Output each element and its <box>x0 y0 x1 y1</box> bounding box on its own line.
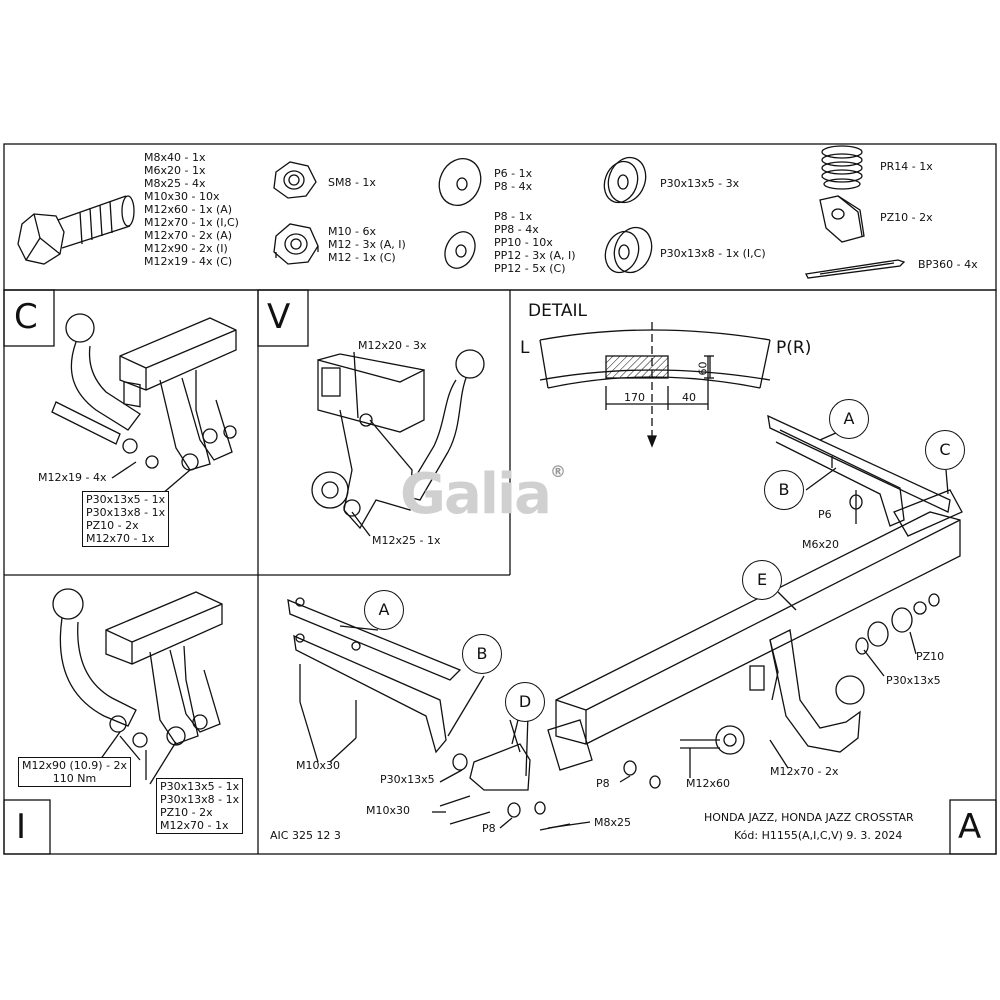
box-line: P30x13x5 - 1x <box>86 493 166 506</box>
spacer-1-label: P30x13x5 - 3x <box>660 177 740 190</box>
nut-item: M12 - 3x (A, I) <box>328 238 406 251</box>
label-m12x70: M12x70 - 2x <box>770 765 839 778</box>
box-line: P30x13x8 - 1x <box>160 793 240 806</box>
box-line: P30x13x8 - 1x <box>86 506 166 519</box>
bolt-item: M6x20 - 1x <box>144 164 206 177</box>
bolt-item: M8x40 - 1x <box>144 151 206 164</box>
label-p8-left: P8 <box>482 822 496 835</box>
washer-item: PP8 - 4x <box>494 223 539 236</box>
panel-c-drawing <box>51 313 237 471</box>
label-m12x60: M12x60 <box>686 777 730 790</box>
cotter-pin-icon <box>805 259 906 279</box>
panel-v-letter: V <box>267 297 291 337</box>
bolt-list: M8x40 - 1x M6x20 - 1x M8x25 - 4x M10x30 … <box>144 151 239 268</box>
detail-title: DETAIL <box>528 301 588 321</box>
box-line: PZ10 - 2x <box>160 806 213 819</box>
main-assembly-drawing <box>111 351 963 831</box>
kod-line: Kód: H1155(A,I,C,V) 9. 3. 2024 <box>734 829 903 842</box>
bolt-item: M12x70 - 2x (A) <box>144 229 233 242</box>
panel-i-torque-box: M12x90 (10.9) - 2x 110 Nm <box>18 757 132 787</box>
bolt-item: M12x90 - 2x (I) <box>144 242 228 255</box>
panel-i-drawing <box>52 588 223 780</box>
box-line: P30x13x5 - 1x <box>160 780 240 793</box>
brand-watermark: Galia® <box>400 462 566 527</box>
washer-item: P6 - 1x <box>494 167 533 180</box>
spring-label: PR14 - 1x <box>880 160 933 173</box>
drawing-frame <box>3 289 997 855</box>
panel-c-letter: C <box>14 297 38 337</box>
small-washer-list: P6 - 1x P8 - 4x <box>494 167 532 193</box>
panel-v-top-label: M12x20 - 3x <box>358 339 427 352</box>
bolt-item: M8x25 - 4x <box>144 177 206 190</box>
washer-item: PP12 - 5x (C) <box>494 262 566 275</box>
bolt-item: M12x60 - 1x (A) <box>144 203 233 216</box>
callout-b-right: B <box>764 470 804 510</box>
dim-40: 40 <box>682 391 696 404</box>
callout-d: D <box>505 682 545 722</box>
callout-b-left: B <box>462 634 502 674</box>
washer-icon <box>438 158 482 206</box>
logo-registered-mark: ® <box>549 462 566 481</box>
label-p30x13x5-left: P30x13x5 <box>380 773 435 786</box>
nut-item: M12 - 1x (C) <box>328 251 396 264</box>
vehicle-name: HONDA JAZZ, HONDA JAZZ CROSSTAR <box>704 811 914 824</box>
main-letter: A <box>958 807 982 847</box>
panel-c-parts-box: P30x13x5 - 1x P30x13x8 - 1x PZ10 - 2x M1… <box>82 491 170 547</box>
torque-line: M12x90 (10.9) - 2x <box>22 759 128 772</box>
spacer-washer-icon <box>603 156 647 204</box>
label-m10x30-left: M10x30 <box>296 759 340 772</box>
self-locking-nut-icon <box>273 161 317 199</box>
thick-spacer-washer-icon <box>604 226 653 274</box>
label-m6x20: M6x20 <box>802 538 839 551</box>
callout-a-left: A <box>364 590 404 630</box>
sm8-label: SM8 - 1x <box>328 176 376 189</box>
label-p8-right: P8 <box>596 777 610 790</box>
panel-v-drawing <box>311 349 485 530</box>
label-pz10: PZ10 <box>916 650 945 663</box>
label-m8x25: M8x25 <box>594 816 631 829</box>
nut-list: M10 - 6x M12 - 3x (A, I) M12 - 1x (C) <box>328 225 406 264</box>
washer-item: PP12 - 3x (A, I) <box>494 249 576 262</box>
bolt-item: M10x30 - 10x <box>144 190 220 203</box>
bolt-item: M12x19 - 4x (C) <box>144 255 233 268</box>
callout-a-right: A <box>829 399 869 439</box>
label-p6: P6 <box>818 508 832 521</box>
panel-v-bottom-label: M12x25 - 1x <box>372 534 441 547</box>
plate-washer-list: P8 - 1x PP8 - 4x PP10 - 10x PP12 - 3x (A… <box>494 210 576 275</box>
panel-i-letter: I <box>16 807 27 847</box>
washer-item: P8 - 4x <box>494 180 533 193</box>
panel-i-parts-box: P30x13x5 - 1x P30x13x8 - 1x PZ10 - 2x M1… <box>156 778 244 834</box>
label-p30x13x5-right: P30x13x5 <box>886 674 941 687</box>
nut-item: M10 - 6x <box>328 225 376 238</box>
washer-item: PP10 - 10x <box>494 236 553 249</box>
logo-text: Galia <box>400 462 552 527</box>
label-m10x30-bottom: M10x30 <box>366 804 410 817</box>
dim-170: 170 <box>624 391 645 404</box>
nut-icon <box>273 223 319 265</box>
spring-icon <box>821 145 863 190</box>
pz10-label: PZ10 - 2x <box>880 211 933 224</box>
spacer-2-label: P30x13x8 - 1x (I,C) <box>660 247 766 260</box>
detail-drawing <box>539 322 771 448</box>
box-line: PZ10 - 2x <box>86 519 139 532</box>
box-line: M12x70 - 1x <box>160 819 229 832</box>
detail-left-label: L <box>520 338 530 358</box>
torque-line: 110 Nm <box>52 772 97 785</box>
aic-code: AIC 325 12 3 <box>270 829 341 842</box>
detail-right-label: P(R) <box>776 338 812 358</box>
callout-c: C <box>925 430 965 470</box>
bolt-icon <box>17 195 135 265</box>
callout-e: E <box>742 560 782 600</box>
box-line: M12x70 - 1x <box>86 532 155 545</box>
pin-label: BP360 - 4x <box>918 258 978 271</box>
panel-c-bolt-label: M12x19 - 4x <box>38 471 107 484</box>
dim-60: 60 <box>696 361 710 376</box>
bolt-item: M12x70 - 1x (I,C) <box>144 216 239 229</box>
plate-washer-icon <box>444 231 476 269</box>
pz10-block-icon <box>819 195 865 243</box>
washer-item: P8 - 1x <box>494 210 533 223</box>
